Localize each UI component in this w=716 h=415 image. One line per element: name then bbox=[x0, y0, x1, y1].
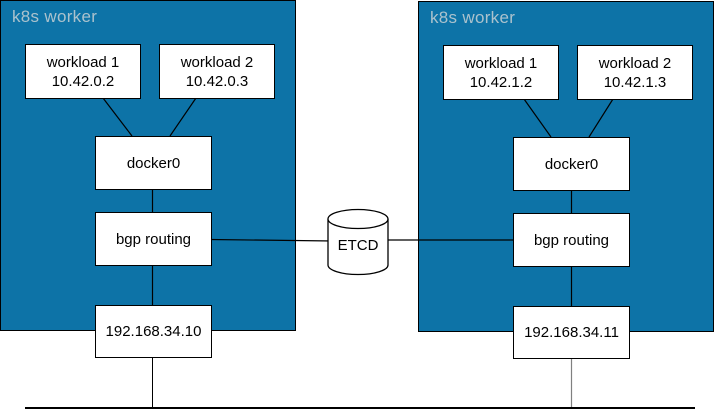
workload-ip: 10.42.1.3 bbox=[603, 73, 667, 91]
worker-left-bgp-routing: bgp routing bbox=[95, 212, 212, 266]
link-left-bgp-etcd bbox=[209, 238, 334, 242]
workload-name: workload 2 bbox=[180, 53, 254, 71]
k8s-worker-node-right: k8s worker workload 1 10.42.1.2 workload… bbox=[418, 1, 714, 359]
workload-ip: 10.42.0.2 bbox=[51, 72, 115, 90]
bridge-label: docker0 bbox=[544, 155, 599, 173]
etcd-label: ETCD bbox=[338, 237, 379, 254]
worker-left-workload-2: workload 2 10.42.0.3 bbox=[159, 44, 275, 99]
link-left-workload2-docker0 bbox=[169, 97, 197, 137]
workload-ip: 10.42.0.3 bbox=[185, 72, 249, 90]
host-ip-label: 192.168.34.10 bbox=[105, 323, 202, 340]
worker-right-bgp-routing: bgp routing bbox=[513, 213, 630, 267]
workload-ip: 10.42.1.2 bbox=[469, 73, 533, 91]
worker-right-workload-2: workload 2 10.42.1.3 bbox=[577, 45, 693, 100]
routing-label: bgp routing bbox=[533, 231, 610, 249]
host-ip-label: 192.168.34.11 bbox=[524, 324, 619, 341]
worker-left-workload-1: workload 1 10.42.0.2 bbox=[25, 44, 141, 99]
worker-left-title: k8s worker bbox=[12, 7, 98, 26]
etcd-cylinder: ETCD bbox=[327, 208, 389, 276]
workload-name: workload 1 bbox=[464, 54, 538, 72]
worker-right-workload-1: workload 1 10.42.1.2 bbox=[443, 45, 559, 100]
workload-name: workload 2 bbox=[598, 54, 672, 72]
worker-left-host-ip: 192.168.34.10 bbox=[95, 305, 212, 358]
k8s-worker-node-left: k8s worker workload 1 10.42.0.2 workload… bbox=[0, 0, 296, 358]
etcd-cylinder-body bbox=[327, 219, 389, 276]
worker-right-title: k8s worker bbox=[430, 8, 516, 27]
etcd-cylinder-top bbox=[327, 208, 389, 230]
link-right-workload2-docker0 bbox=[588, 98, 614, 138]
routing-label: bgp routing bbox=[115, 230, 192, 248]
worker-right-host-ip: 192.168.34.11 bbox=[513, 306, 630, 359]
bridge-label: docker0 bbox=[126, 154, 181, 172]
worker-left-docker0-bridge: docker0 bbox=[95, 136, 212, 190]
link-right-workload1-docker0 bbox=[523, 98, 552, 138]
link-left-workload1-docker0 bbox=[102, 97, 133, 137]
worker-right-docker0-bridge: docker0 bbox=[513, 137, 630, 191]
workload-name: workload 1 bbox=[46, 53, 120, 71]
